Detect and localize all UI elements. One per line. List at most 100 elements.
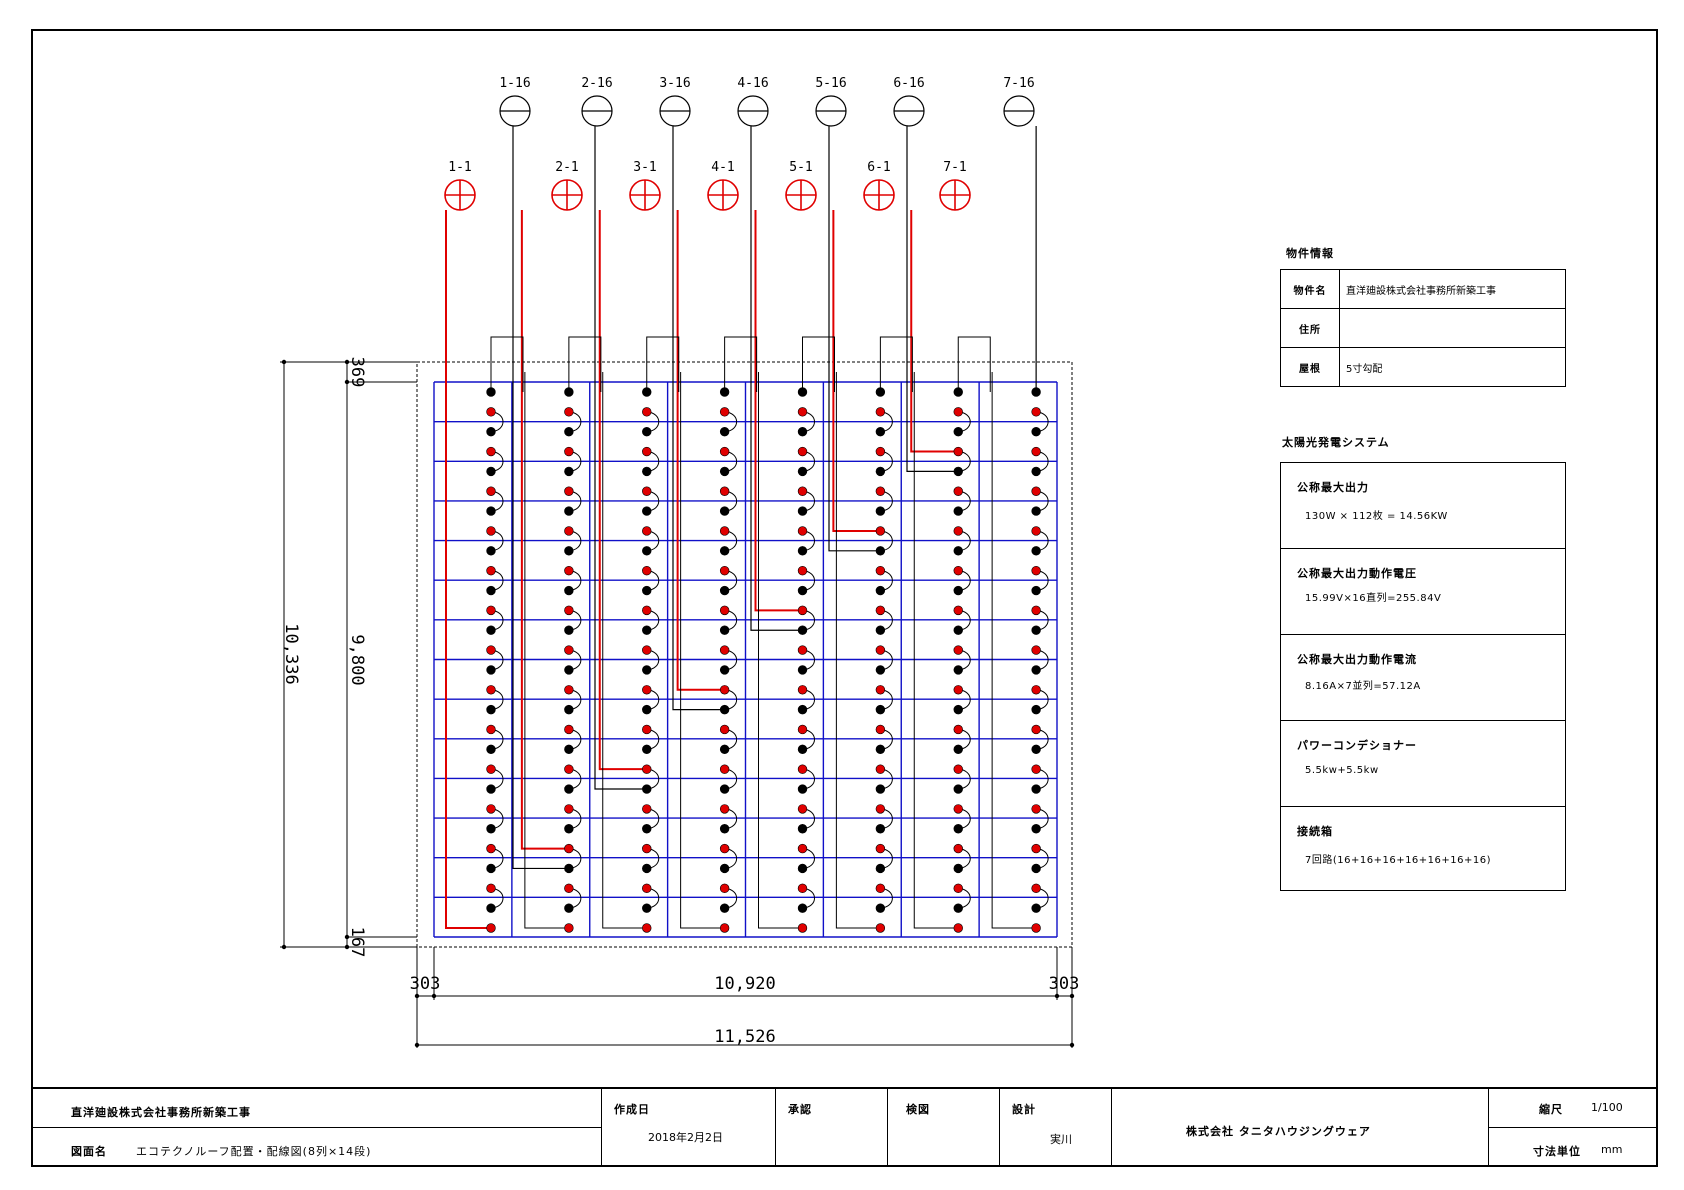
module-terminal <box>953 387 963 397</box>
module-terminal <box>642 863 652 874</box>
spec-value: 5.5kw+5.5kw <box>1305 765 1379 776</box>
module-terminal <box>642 486 652 496</box>
top-margin-label: 369 <box>347 357 367 388</box>
module-terminal <box>642 704 652 715</box>
module-terminal <box>719 506 730 516</box>
column-top-link <box>724 336 758 392</box>
dimension-tick <box>344 359 350 365</box>
positive-terminal-label: 6-1 <box>867 160 890 175</box>
module-terminal <box>564 546 574 556</box>
module-terminal <box>953 863 963 874</box>
module-terminal <box>642 466 652 477</box>
module-terminal <box>1031 427 1041 437</box>
module-terminal <box>797 506 808 516</box>
module-terminal <box>953 744 963 755</box>
module-terminal <box>1031 744 1041 755</box>
module-terminal <box>486 466 496 477</box>
module-terminal <box>642 804 652 814</box>
module-terminal <box>564 625 574 635</box>
module-terminal <box>719 764 730 774</box>
negative-terminal-label: 6-16 <box>893 76 924 91</box>
module-terminal <box>719 883 730 893</box>
spec-row-voltage: 公称最大出力動作電圧 15.99V×16直列=255.84V <box>1281 549 1565 635</box>
module-terminal <box>797 446 808 457</box>
module-terminal <box>1031 923 1041 933</box>
module-terminal <box>564 427 574 437</box>
module-terminal <box>719 546 730 556</box>
positive-string-wire <box>520 210 569 850</box>
dimension-tick <box>1069 993 1075 999</box>
module-terminal <box>564 685 574 695</box>
positive-string-wire <box>910 210 959 453</box>
module-terminal <box>875 387 886 397</box>
negative-string-wire <box>828 126 881 552</box>
module-terminal <box>875 427 886 437</box>
module-terminal <box>564 387 574 397</box>
module-terminal <box>797 486 808 496</box>
module-terminal <box>953 824 963 834</box>
module-terminal <box>486 863 496 874</box>
module-terminal <box>1031 506 1041 516</box>
unit-value: mm <box>1601 1143 1623 1156</box>
module-terminal <box>719 863 730 874</box>
module-terminal <box>486 407 496 417</box>
spec-value: 7回路(16+16+16+16+16+16+16) <box>1305 855 1492 866</box>
module-terminal <box>564 903 574 913</box>
dimension-tick <box>1054 993 1060 999</box>
spec-row-max-output: 公称最大出力 130W × 112枚 = 14.56KW <box>1281 463 1565 549</box>
title-block-divider <box>31 1127 601 1128</box>
module-terminal <box>1031 784 1041 794</box>
module-terminal <box>719 387 730 397</box>
spec-row-power-conditioner: パワーコンデショナー 5.5kw+5.5kw <box>1281 721 1565 807</box>
module-terminal <box>719 605 730 616</box>
module-terminal <box>642 427 652 437</box>
module-terminal <box>642 883 652 893</box>
module-terminal <box>1031 486 1041 496</box>
module-terminal <box>564 665 574 675</box>
module-terminal <box>1031 565 1041 576</box>
module-terminal <box>875 744 886 755</box>
company-name: 株式会社 タニタハウジングウェア <box>1186 1125 1371 1138</box>
module-terminal <box>875 605 886 616</box>
module-terminal <box>564 784 574 794</box>
module-terminal <box>875 685 886 695</box>
module-terminal <box>875 923 886 933</box>
module-terminal <box>953 585 963 596</box>
created-cell: 作成日 2018年2月2日 <box>601 1087 775 1167</box>
module-terminal <box>564 446 574 457</box>
spec-label: 公称最大出力動作電流 <box>1297 653 1417 666</box>
module-terminal <box>486 843 496 854</box>
module-terminal <box>875 446 886 457</box>
module-terminal <box>719 645 730 655</box>
dimension-tick <box>281 359 287 365</box>
module-terminal <box>642 625 652 635</box>
module-terminal <box>953 685 963 695</box>
module-terminal <box>953 764 963 774</box>
module-terminal <box>642 824 652 834</box>
column-bottom-link <box>913 372 959 929</box>
module-terminal <box>875 506 886 516</box>
property-info-heading: 物件情報 <box>1286 247 1334 260</box>
positive-string-wire <box>445 210 491 929</box>
design-cell: 設計 実川 <box>999 1087 1111 1167</box>
positive-string-wire <box>754 210 803 612</box>
module-terminal <box>486 625 496 635</box>
module-terminal <box>953 704 963 715</box>
module-terminal <box>719 625 730 635</box>
module-terminal <box>564 486 574 496</box>
module-terminal <box>642 605 652 616</box>
drawing-label: 図面名 <box>71 1145 107 1158</box>
roof-key: 屋根 <box>1280 347 1340 387</box>
module-terminal <box>953 446 963 457</box>
approval-label: 承認 <box>788 1103 812 1116</box>
module-terminal <box>564 724 574 735</box>
module-terminal <box>797 625 808 635</box>
positive-terminal-label: 2-1 <box>555 160 578 175</box>
address-value <box>1339 308 1566 348</box>
module-terminal <box>875 625 886 635</box>
module-terminal <box>797 784 808 794</box>
module-terminal <box>642 585 652 596</box>
module-terminal <box>719 407 730 417</box>
module-terminal <box>719 466 730 477</box>
negative-string-wire <box>906 126 959 473</box>
